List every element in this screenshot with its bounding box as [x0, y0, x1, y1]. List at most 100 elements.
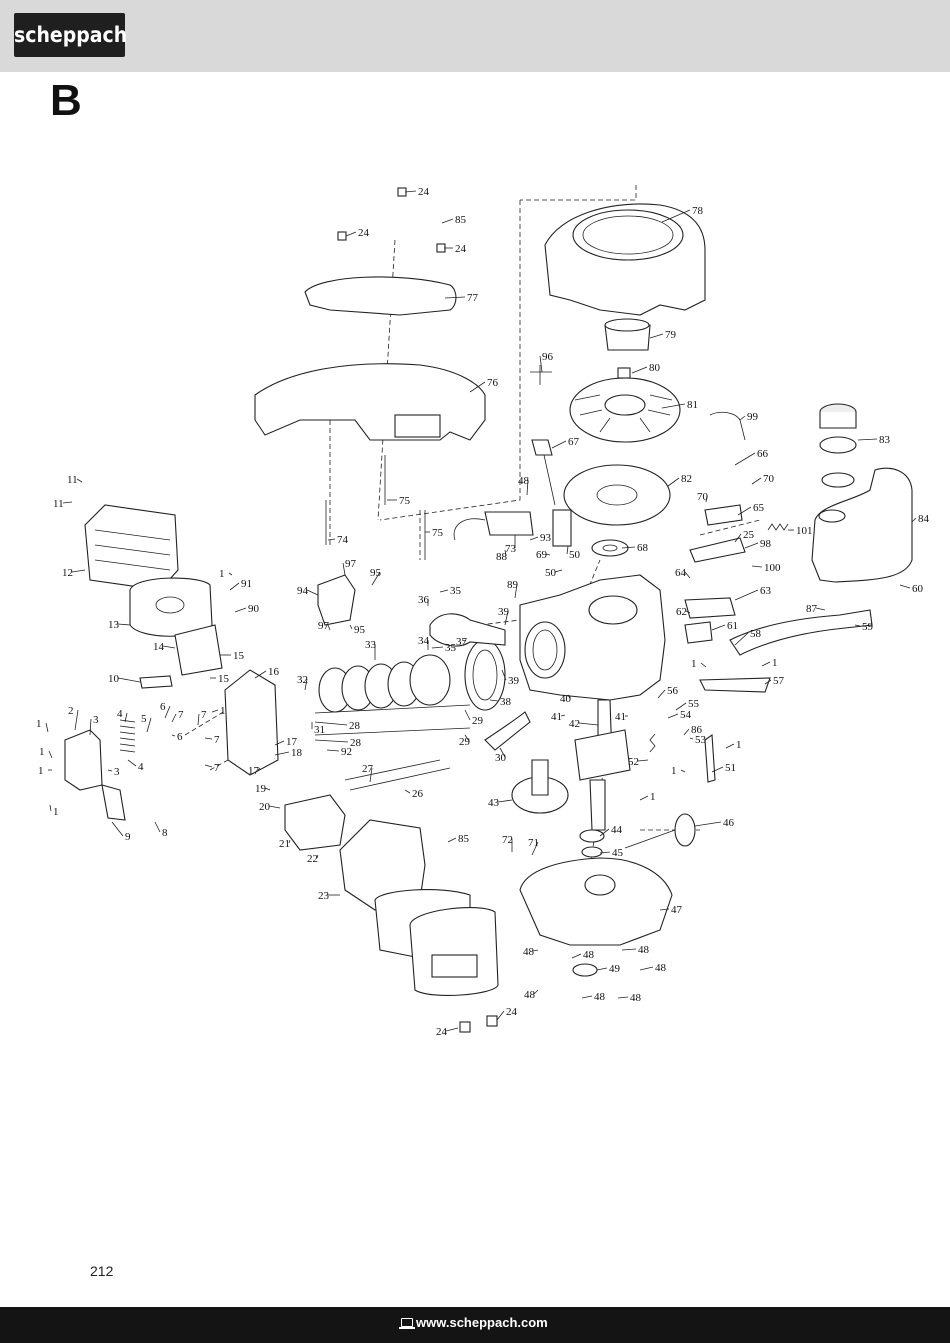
callout-leader-64 [684, 571, 691, 579]
callout-leader-70 [705, 495, 708, 503]
callout-label-84: 84 [918, 513, 930, 525]
callout-leader-99 [739, 415, 746, 421]
callout-leader-41 [560, 714, 566, 717]
callout-leader-55 [675, 702, 687, 711]
callout-label-1: 1 [691, 658, 697, 670]
callout-label-3: 3 [114, 766, 120, 778]
callout-label-93: 93 [540, 532, 552, 544]
callout-label-48: 48 [518, 475, 530, 487]
callout-label-44: 44 [611, 824, 623, 836]
callout-label-35: 35 [450, 585, 462, 597]
callout-label-7: 7 [178, 709, 184, 721]
callout-leader-48 [533, 989, 539, 995]
callout-leader-76 [469, 381, 486, 393]
callout-label-94: 94 [297, 585, 309, 597]
callout-leader-83 [857, 438, 878, 441]
callout-label-75: 75 [432, 527, 444, 539]
callout-label-14: 14 [153, 641, 165, 653]
callout-leader-1 [211, 709, 219, 713]
callout-leader-80 [631, 366, 648, 374]
callout-label-11: 11 [53, 498, 64, 510]
callout-leader-89 [514, 583, 518, 599]
callout-leader-84 [911, 517, 917, 523]
callout-label-26: 26 [412, 788, 424, 800]
callout-leader-1 [48, 750, 53, 759]
callout-leader-66 [734, 452, 756, 466]
callout-leader-5 [146, 717, 152, 733]
callout-leader-48 [526, 479, 529, 496]
callout-label-1: 1 [38, 765, 44, 777]
callout-leader-85 [447, 837, 457, 843]
callout-label-57: 57 [773, 675, 785, 687]
callout-leader-50 [554, 569, 563, 573]
callout-label-53: 53 [695, 734, 707, 746]
callout-leader-62 [685, 610, 691, 614]
callout-label-48: 48 [524, 989, 536, 1001]
callout-label-91: 91 [241, 578, 252, 590]
callout-leader-48 [639, 966, 654, 971]
callout-leader-68 [621, 546, 636, 549]
callout-leader-48 [581, 995, 593, 999]
callout-leader-7 [171, 713, 177, 723]
callout-label-4: 4 [117, 708, 123, 720]
callout-label-42: 42 [569, 718, 580, 730]
callout-label-38: 38 [500, 696, 512, 708]
callout-label-85: 85 [455, 214, 467, 226]
callout-leader-27 [369, 767, 373, 783]
callout-leader-25 [734, 533, 742, 543]
callout-label-76: 76 [487, 377, 499, 389]
callout-leader-4 [127, 759, 137, 767]
callout-label-97: 97 [345, 558, 357, 570]
callout-leader-19 [264, 787, 271, 791]
callout-label-32: 32 [297, 674, 308, 686]
page-number: 212 [90, 1263, 114, 1279]
callout-leader-40 [567, 694, 571, 699]
callout-leader-39 [504, 610, 509, 626]
callout-leader-37 [461, 639, 467, 642]
callout-leader-24 [404, 190, 417, 193]
callout-leader-14 [162, 645, 176, 649]
callout-leader-77 [444, 296, 466, 299]
callout-label-1: 1 [772, 657, 778, 669]
callout-leader-92 [326, 749, 340, 752]
callout-leader-28 [314, 721, 348, 726]
callout-label-33: 33 [365, 639, 377, 651]
callout-label-24: 24 [455, 243, 467, 255]
callout-leader-12 [71, 569, 86, 573]
callout-label-1: 1 [220, 705, 226, 717]
callout-label-50: 50 [545, 567, 557, 579]
brand-logo-text: scheppach [14, 23, 128, 47]
callout-label-20: 20 [259, 801, 271, 813]
callout-label-1: 1 [219, 568, 225, 580]
callout-label-41: 41 [551, 711, 562, 723]
callout-label-10: 10 [108, 673, 120, 685]
callout-label-1: 1 [39, 746, 45, 758]
callout-label-98: 98 [760, 538, 772, 550]
callout-leader-1 [228, 572, 233, 576]
callout-label-40: 40 [560, 693, 572, 705]
callout-leader-65 [737, 506, 752, 516]
callout-label-6: 6 [177, 731, 183, 743]
callout-label-48: 48 [583, 949, 595, 961]
callout-leader-59 [854, 624, 861, 627]
callout-leader-58 [734, 632, 749, 646]
callout-label-48: 48 [594, 991, 606, 1003]
callout-leader-3 [89, 718, 92, 736]
callout-leader-9 [111, 821, 124, 837]
callout-leader-94 [306, 589, 319, 596]
callout-label-3: 3 [93, 714, 99, 726]
callout-label-62: 62 [676, 606, 687, 618]
callout-label-43: 43 [488, 797, 500, 809]
callout-label-17: 17 [286, 736, 298, 748]
callout-label-51: 51 [725, 762, 736, 774]
callout-label-13: 13 [108, 619, 120, 631]
callout-leader-95 [371, 571, 381, 586]
callout-leader-81 [661, 403, 686, 409]
callout-leader-43 [497, 799, 513, 803]
callout-label-27: 27 [362, 763, 374, 775]
callout-leader-95 [349, 624, 353, 630]
callout-label-63: 63 [760, 585, 772, 597]
callout-label-4: 4 [138, 761, 144, 773]
callout-label-7: 7 [214, 734, 220, 746]
